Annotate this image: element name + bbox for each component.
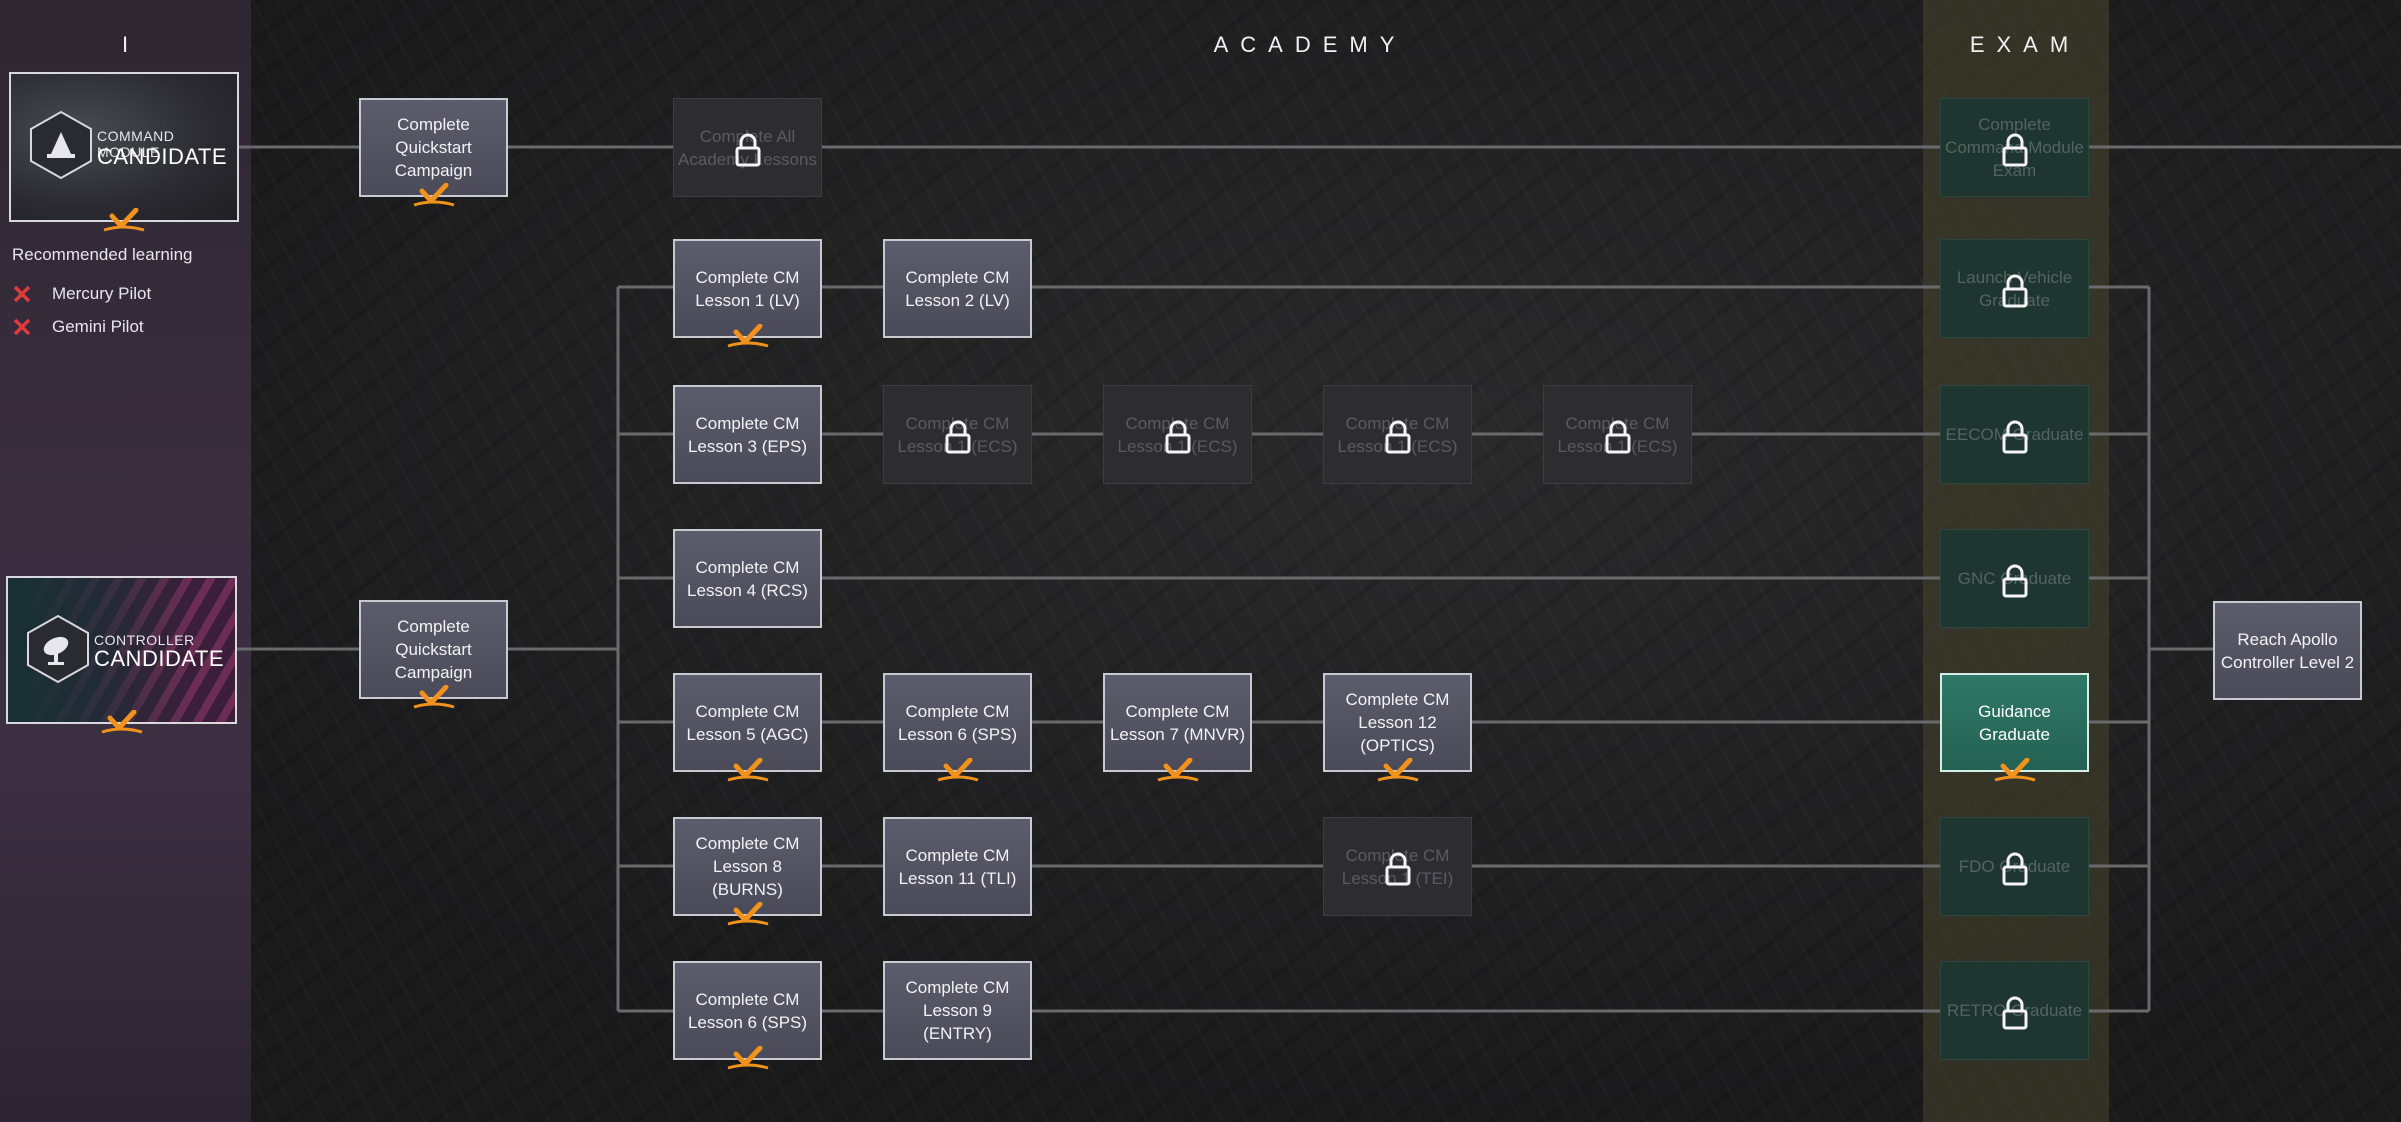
node-reach-l2[interactable]: Reach Apollo Controller Level 2 bbox=[2213, 601, 2362, 700]
lock-icon bbox=[945, 420, 970, 453]
node-label: Complete Command Module Exam bbox=[1945, 115, 2084, 180]
recommended-item-label: Mercury Pilot bbox=[52, 284, 152, 303]
checkmark-icon bbox=[1994, 758, 2035, 782]
cross-icon bbox=[13, 285, 31, 303]
recommended-item-label: Gemini Pilot bbox=[52, 317, 144, 336]
node-label: Complete CM Lesson 1 (TEI) bbox=[1341, 845, 1454, 888]
node-label: Complete CM Lesson 5 (AGC) bbox=[686, 701, 809, 744]
checkmark-icon bbox=[1157, 758, 1198, 782]
node-label: Complete CM Lesson 1 (ECS) bbox=[1117, 413, 1238, 456]
checkmark-icon bbox=[727, 324, 768, 348]
node-qs-cm[interactable]: Complete Quickstart Campaign bbox=[359, 98, 508, 207]
card-title: CANDIDATE bbox=[94, 646, 224, 671]
node-lv-grad[interactable]: Launch Vehicle Graduate bbox=[1940, 239, 2089, 338]
node-eecom-grad[interactable]: EECOM Graduate bbox=[1940, 385, 2089, 484]
node-label: Complete CM Lesson 6 (SPS) bbox=[897, 701, 1018, 744]
lock-icon bbox=[1605, 420, 1630, 453]
node-ecs-a[interactable]: Complete CM Lesson 1 (ECS) bbox=[883, 385, 1032, 484]
node-l4[interactable]: Complete CM Lesson 4 (RCS) bbox=[673, 529, 822, 628]
lock-icon bbox=[2002, 274, 2027, 307]
node-label: Complete CM Lesson 1 (ECS) bbox=[897, 413, 1018, 456]
node-all-academy[interactable]: Complete All Academy Lessons bbox=[673, 98, 822, 197]
left-column-header: I bbox=[121, 32, 129, 57]
node-l6b[interactable]: Complete CM Lesson 6 (SPS) bbox=[673, 961, 822, 1070]
node-label: Complete CM Lesson 1 (ECS) bbox=[1557, 413, 1678, 456]
node-label: Complete CM Lesson 3 (EPS) bbox=[687, 413, 808, 456]
card-subtitle: COMMAND MODULE bbox=[97, 128, 175, 160]
lock-icon bbox=[2002, 133, 2027, 166]
node-label: Complete CM Lesson 1 (LV) bbox=[695, 267, 800, 310]
node-qs-ctrl[interactable]: Complete Quickstart Campaign bbox=[359, 600, 508, 709]
node-label: FDO Graduate bbox=[1958, 857, 2071, 876]
recommended-item[interactable]: Mercury Pilot bbox=[12, 282, 151, 306]
checkmark-icon bbox=[101, 710, 142, 734]
node-l2[interactable]: Complete CM Lesson 2 (LV) bbox=[883, 239, 1032, 338]
lock-icon bbox=[735, 133, 760, 166]
node-l6a[interactable]: Complete CM Lesson 6 (SPS) bbox=[883, 673, 1032, 782]
checkmark-icon bbox=[413, 183, 454, 207]
node-label: Complete All Academy Lessons bbox=[678, 126, 817, 169]
checkmark-icon bbox=[1377, 758, 1418, 782]
node-guid-grad[interactable]: Guidance Graduate bbox=[1940, 673, 2089, 782]
controller-candidate-card[interactable]: CONTROLLER CANDIDATE bbox=[6, 576, 237, 734]
node-l9[interactable]: Complete CM Lesson 9 (ENTRY) bbox=[883, 961, 1032, 1060]
node-label: Complete CM Lesson 9 (ENTRY) bbox=[905, 978, 1010, 1043]
lock-icon bbox=[2002, 564, 2027, 597]
node-l5[interactable]: Complete CM Lesson 5 (AGC) bbox=[673, 673, 822, 782]
node-l7[interactable]: Complete CM Lesson 7 (MNVR) bbox=[1103, 673, 1252, 782]
node-fdo-grad[interactable]: FDO Graduate bbox=[1940, 817, 2089, 916]
controller-icon bbox=[27, 614, 89, 684]
lock-icon bbox=[2002, 996, 2027, 1029]
lock-icon bbox=[1165, 420, 1190, 453]
node-tei[interactable]: Complete CM Lesson 1 (TEI) bbox=[1323, 817, 1472, 916]
node-label: Complete CM Lesson 2 (LV) bbox=[905, 267, 1010, 310]
node-label: Complete CM Lesson 1 (ECS) bbox=[1337, 413, 1458, 456]
checkmark-icon bbox=[937, 758, 978, 782]
node-label: Complete CM Lesson 4 (RCS) bbox=[687, 557, 808, 600]
node-l8[interactable]: Complete CM Lesson 8 (BURNS) bbox=[673, 817, 822, 926]
checkmark-icon bbox=[103, 208, 145, 232]
academy-column-header: ACADEMY bbox=[1213, 32, 1407, 57]
node-ecs-d[interactable]: Complete CM Lesson 1 (ECS) bbox=[1543, 385, 1692, 484]
node-ecs-c[interactable]: Complete CM Lesson 1 (ECS) bbox=[1323, 385, 1472, 484]
recommended-learning-title: Recommended learning bbox=[12, 245, 193, 264]
node-label: GNC Graduate bbox=[1957, 569, 2072, 588]
node-l1[interactable]: Complete CM Lesson 1 (LV) bbox=[673, 239, 822, 348]
node-label: Guidance Graduate bbox=[1978, 701, 2051, 744]
node-label: Complete Quickstart Campaign bbox=[394, 115, 473, 180]
checkmark-icon bbox=[413, 685, 454, 709]
exam-column-header: EXAM bbox=[1969, 32, 2081, 57]
node-gnc-grad[interactable]: GNC Graduate bbox=[1940, 529, 2089, 628]
node-label: Complete CM Lesson 12 (OPTICS) bbox=[1345, 690, 1450, 755]
recommended-item[interactable]: Gemini Pilot bbox=[12, 315, 144, 339]
lock-icon bbox=[1385, 420, 1410, 453]
node-ecs-b[interactable]: Complete CM Lesson 1 (ECS) bbox=[1103, 385, 1252, 484]
checkmark-icon bbox=[727, 902, 768, 926]
command-module-candidate-card[interactable]: COMMAND MODULE CANDIDATE bbox=[9, 72, 239, 232]
node-label: Complete CM Lesson 8 (BURNS) bbox=[695, 834, 800, 899]
card-title: CANDIDATE bbox=[97, 144, 227, 169]
node-l12[interactable]: Complete CM Lesson 12 (OPTICS) bbox=[1323, 673, 1472, 782]
node-retro-grad[interactable]: RETRO Graduate bbox=[1940, 961, 2089, 1060]
checkmark-icon bbox=[727, 758, 768, 782]
node-l3[interactable]: Complete CM Lesson 3 (EPS) bbox=[673, 385, 822, 484]
node-label: EECOM Graduate bbox=[1945, 425, 2084, 444]
lock-icon bbox=[1385, 852, 1410, 885]
node-label: Complete CM Lesson 7 (MNVR) bbox=[1109, 701, 1246, 744]
lock-icon bbox=[2002, 420, 2027, 453]
node-l11[interactable]: Complete CM Lesson 11 (TLI) bbox=[883, 817, 1032, 916]
node-label: Launch Vehicle Graduate bbox=[1956, 267, 2073, 310]
node-label: Complete CM Lesson 6 (SPS) bbox=[687, 989, 808, 1032]
card-subtitle: CONTROLLER bbox=[94, 632, 195, 648]
node-cm-exam[interactable]: Complete Command Module Exam bbox=[1940, 98, 2089, 197]
checkmark-icon bbox=[727, 1046, 768, 1070]
node-label: Complete Quickstart Campaign bbox=[394, 617, 473, 682]
cross-icon bbox=[13, 318, 31, 336]
lock-icon bbox=[2002, 852, 2027, 885]
node-label: Reach Apollo Controller Level 2 bbox=[2220, 629, 2355, 672]
node-label: Complete CM Lesson 11 (TLI) bbox=[898, 845, 1017, 888]
command-module-icon bbox=[30, 110, 92, 180]
node-label: RETRO Graduate bbox=[1946, 1001, 2083, 1020]
